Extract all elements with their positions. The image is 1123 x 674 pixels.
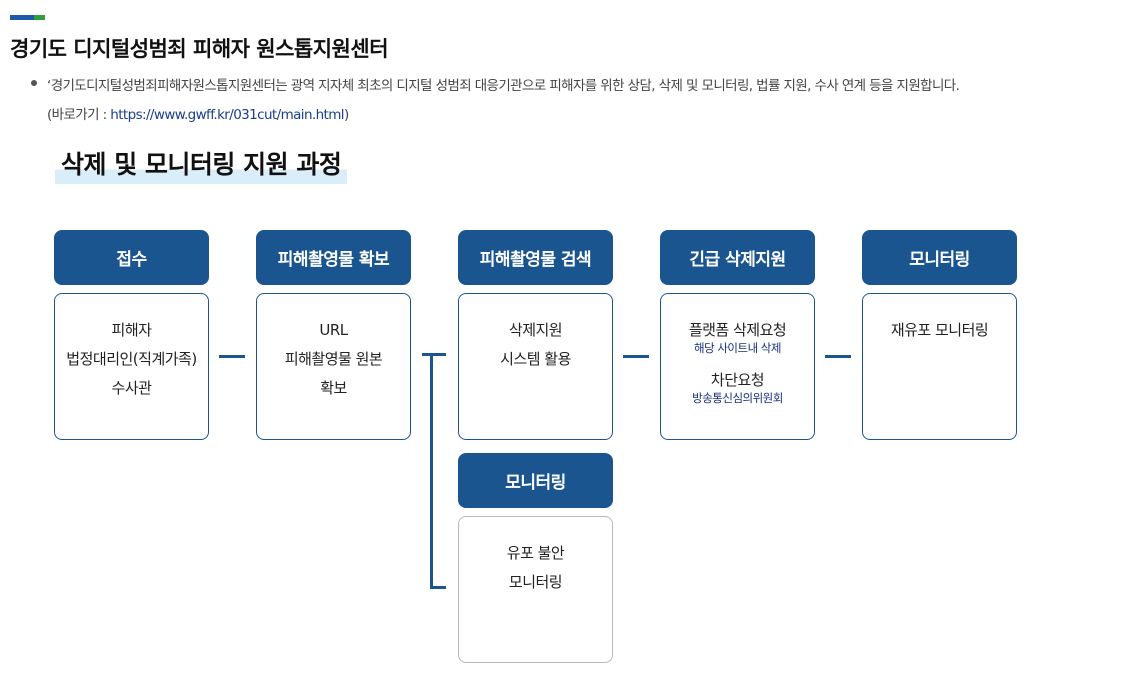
- group-sub: 방송통신심의위원회: [692, 391, 783, 405]
- branch-box-monitoring: 유포 불안 모니터링: [458, 516, 613, 663]
- step-line: 재유포 모니터링: [890, 321, 989, 339]
- bullet-icon: [31, 80, 37, 86]
- step-header-emergency-deletion: 긴급 삭제지원: [660, 230, 815, 285]
- step-header-monitoring: 모니터링: [862, 230, 1017, 285]
- branch-header-monitoring: 모니터링: [458, 453, 613, 508]
- step-box-search: 삭제지원 시스템 활용: [458, 293, 613, 440]
- step-line: 시스템 활용: [500, 350, 571, 368]
- group-main: 플랫폼 삭제요청: [688, 321, 787, 339]
- group-main: 차단요청: [710, 371, 765, 389]
- step-header-secure: 피해촬영물 확보: [256, 230, 411, 285]
- homepage-link[interactable]: https://www.gwff.kr/031cut/main.html: [110, 107, 344, 123]
- shortcut-prefix: (바로가기 :: [47, 107, 111, 123]
- bracket-top-line: [422, 353, 446, 356]
- step-box-monitoring: 재유포 모니터링: [862, 293, 1017, 440]
- step-box-intake: 피해자 법정대리인(직계가족) 수사관: [54, 293, 209, 440]
- step-line: 삭제지원: [508, 321, 563, 339]
- accent-blue: [10, 15, 34, 20]
- step-line: URL: [319, 321, 348, 339]
- step-line: 피해촬영물 원본: [284, 350, 383, 368]
- bracket-bottom-line: [430, 586, 446, 589]
- bracket-vertical-line: [430, 353, 433, 589]
- step-line: 법정대리인(직계가족): [66, 350, 197, 368]
- connector-line: [623, 355, 649, 358]
- step-line: 확보: [320, 379, 347, 397]
- description-text: ‘경기도디지털성범죄피해자원스톱지원센터는 광역 지자체 최초의 디지털 성범죄…: [47, 78, 960, 94]
- step-line: 피해자: [111, 321, 152, 339]
- section-accent-bar: [10, 15, 45, 20]
- step-line: 모니터링: [508, 573, 563, 591]
- step-header-intake: 접수: [54, 230, 209, 285]
- accent-green: [34, 15, 45, 20]
- connector-line: [825, 355, 851, 358]
- step-box-emergency-deletion: 플랫폼 삭제요청 해당 사이트내 삭제 차단요청 방송통신심의위원회: [660, 293, 815, 440]
- diagram-title: 삭제 및 모니터링 지원 과정: [55, 150, 348, 184]
- group-sub: 해당 사이트내 삭제: [694, 341, 781, 355]
- step-line: 수사관: [111, 379, 152, 397]
- step-line: 유포 불안: [506, 544, 565, 562]
- step-box-secure: URL 피해촬영물 원본 확보: [256, 293, 411, 440]
- section-title: 경기도 디지털성범죄 피해자 원스톱지원센터: [10, 37, 389, 61]
- shortcut-line: (바로가기 : https://www.gwff.kr/031cut/main.…: [47, 103, 349, 123]
- step-header-search: 피해촬영물 검색: [458, 230, 613, 285]
- shortcut-suffix: ): [343, 107, 349, 123]
- connector-line: [219, 355, 245, 358]
